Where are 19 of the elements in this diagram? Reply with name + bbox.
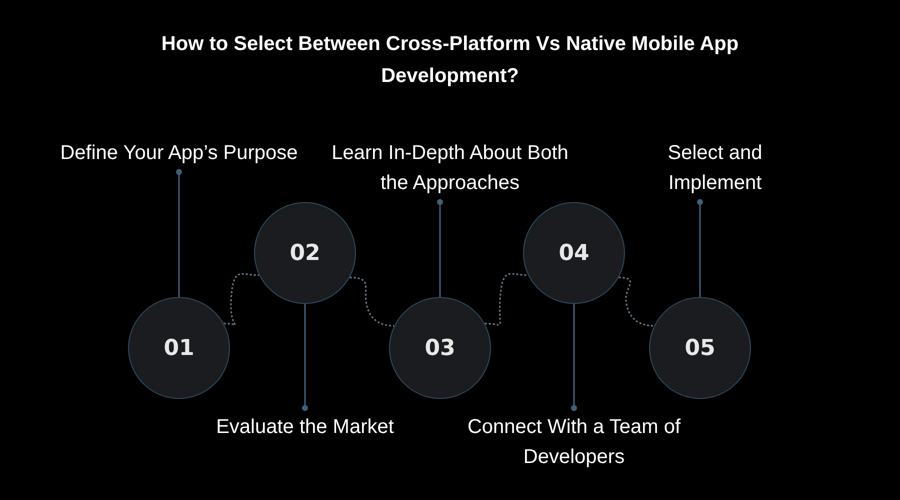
leader-line	[176, 169, 182, 297]
step-number: 01	[164, 336, 194, 360]
leader-line	[697, 199, 703, 297]
step-number: 02	[290, 240, 320, 266]
step-number: 05	[684, 336, 716, 360]
leader-line	[302, 304, 308, 411]
step-number: 03	[424, 336, 456, 360]
step-number: 04	[558, 240, 590, 266]
step-label: Evaluate the Market	[205, 412, 405, 442]
step-label: Connect With a Team of Developers	[464, 412, 684, 472]
leader-line	[571, 304, 577, 411]
dotted-connector	[618, 276, 654, 327]
step-label: Learn In-Depth About Both the Approaches	[320, 138, 580, 198]
leader-line	[437, 199, 443, 297]
title: How to Select Between Cross-Platform Vs Native Mobile App Development?	[160, 32, 740, 89]
step-label: Define Your App’s Purpose	[60, 138, 298, 168]
dotted-connector	[224, 273, 260, 326]
dotted-connector	[484, 273, 528, 326]
step-label: Select and Implement	[630, 138, 800, 198]
